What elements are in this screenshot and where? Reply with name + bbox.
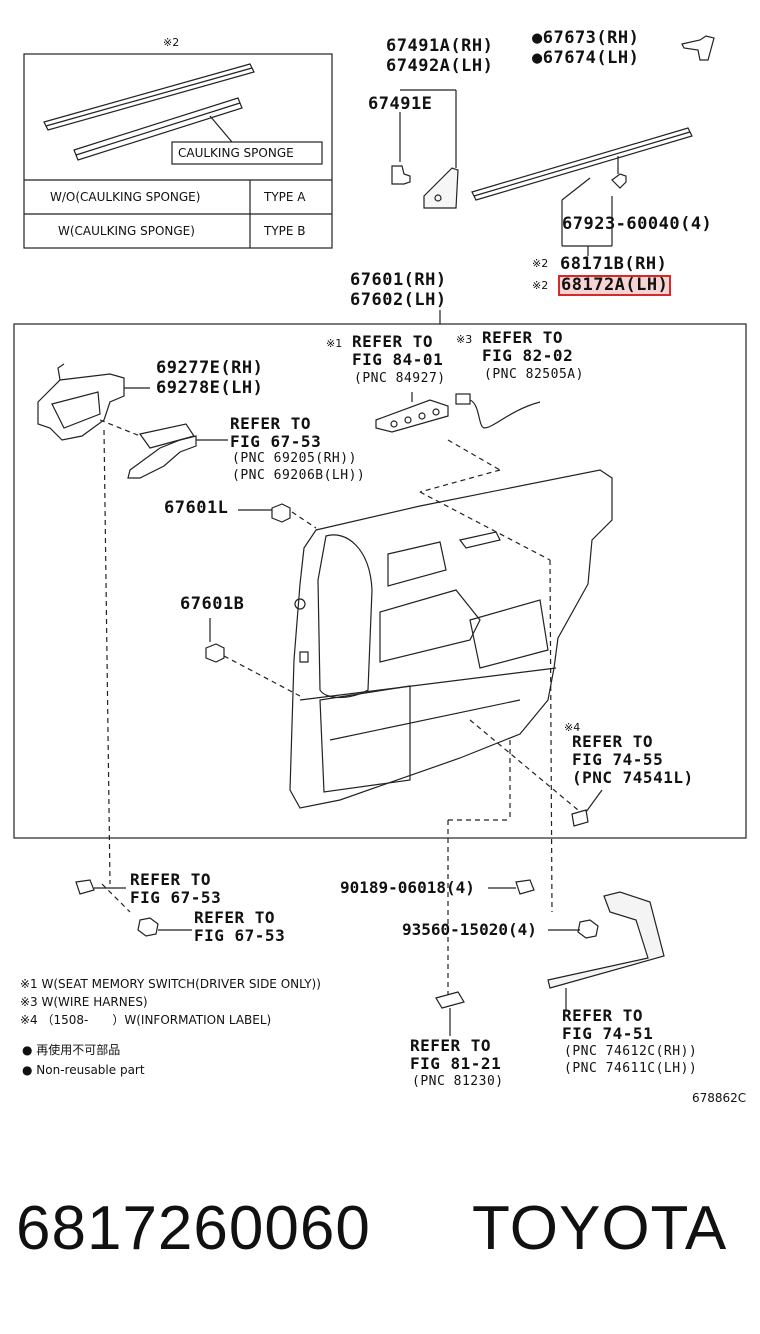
garnish-ref-pnc2: (PNC 74611C(LH)) bbox=[564, 1061, 698, 1076]
ref1-line2: FIG 84-01 bbox=[352, 350, 444, 369]
handle-ref-pnc1: (PNC 69205(RH)) bbox=[232, 451, 357, 466]
inset-table-frame bbox=[23, 53, 333, 249]
clip-67491E-icon bbox=[391, 89, 456, 185]
mark-68171B: ※2 bbox=[532, 257, 549, 270]
part-67491E: 67491E bbox=[368, 94, 433, 114]
weatherstrip-illustration-b bbox=[73, 97, 243, 161]
door-trim-panel-icon bbox=[289, 469, 613, 809]
ref3-pnc: (PNC 82505A) bbox=[484, 367, 584, 382]
switch-81230-icon bbox=[435, 991, 465, 1036]
clip-nut-icon bbox=[75, 879, 126, 895]
handle-ref-pnc2: (PNC 69206B(LH)) bbox=[232, 468, 366, 483]
wire-harness-icon bbox=[455, 393, 541, 429]
footer-brand: TOYOTA bbox=[472, 1194, 728, 1263]
part-93560: 93560-15020(4) bbox=[402, 920, 537, 939]
clip-67601B-icon bbox=[205, 618, 301, 697]
part-67673: ●67673(RH) bbox=[532, 28, 640, 48]
ref1-mark: ※1 bbox=[326, 337, 343, 350]
ref4-pnc: (PNC 74541L) bbox=[572, 768, 694, 787]
part-69278E: 69278E(LH) bbox=[156, 378, 264, 398]
ref4-line1: REFER TO bbox=[572, 732, 654, 751]
part-67674: ●67674(LH) bbox=[532, 48, 640, 68]
weatherstrip-illustration-a bbox=[43, 63, 255, 131]
inset-mark: ※2 bbox=[163, 36, 180, 49]
note-non-reusable-en: ● Non-reusable part bbox=[22, 1063, 145, 1077]
screw-93560-icon bbox=[548, 919, 599, 939]
seat-memory-switch-icon bbox=[375, 392, 449, 433]
part-90189: 90189-06018(4) bbox=[340, 878, 475, 897]
door-handle-bracket-icon bbox=[37, 363, 150, 441]
information-label-icon bbox=[571, 809, 589, 827]
part-67602: 67602(LH) bbox=[350, 290, 447, 310]
note-1: ※1 W(SEAT MEMORY SWITCH(DRIVER SIDE ONLY… bbox=[20, 977, 321, 991]
part-67601B: 67601B bbox=[180, 594, 245, 614]
leader-lines bbox=[101, 429, 579, 996]
mark-68172A: ※2 bbox=[532, 279, 549, 292]
inset-row-2-condition: W(CAULKING SPONGE) bbox=[58, 224, 195, 238]
part-67492A: 67492A(LH) bbox=[386, 56, 494, 76]
ref3-line1: REFER TO bbox=[482, 328, 564, 347]
inset-row-1-type: TYPE A bbox=[264, 190, 306, 204]
ref4-mark: ※4 bbox=[564, 721, 581, 734]
screw-ref-line2: FIG 67-53 bbox=[194, 926, 286, 945]
assembly-frame bbox=[13, 323, 747, 839]
garnish-ref-line2: FIG 74-51 bbox=[562, 1024, 654, 1043]
ref1-line1: REFER TO bbox=[352, 332, 434, 351]
part-67491A: 67491A(RH) bbox=[386, 36, 494, 56]
corner-piece-icon bbox=[423, 90, 459, 209]
screw-icon bbox=[137, 917, 192, 937]
inside-handle-icon bbox=[99, 419, 228, 479]
clip-ref-line2: FIG 67-53 bbox=[130, 888, 222, 907]
caulking-sponge-label: CAULKING SPONGE bbox=[178, 146, 294, 160]
switch-ref-line1: REFER TO bbox=[410, 1036, 492, 1055]
handle-ref-line1: REFER TO bbox=[230, 414, 312, 433]
ref3-mark: ※3 bbox=[456, 333, 473, 346]
handle-ref-line2: FIG 67-53 bbox=[230, 432, 322, 451]
switch-ref-pnc: (PNC 81230) bbox=[412, 1074, 504, 1089]
part-67923: 67923-60040(4) bbox=[562, 214, 713, 234]
inset-row-2-type: TYPE B bbox=[264, 224, 306, 238]
screw-ref-line1: REFER TO bbox=[194, 908, 276, 927]
note-non-reusable-jp: ● 再使用不可部品 bbox=[22, 1043, 121, 1057]
note-4: ※4 （1508- ）W(INFORMATION LABEL) bbox=[20, 1013, 272, 1027]
part-68171B: 68171B(RH) bbox=[560, 254, 668, 274]
garnish-ref-line1: REFER TO bbox=[562, 1006, 644, 1025]
screw-67601L-icon bbox=[238, 503, 317, 529]
switch-ref-line2: FIG 81-21 bbox=[410, 1054, 502, 1073]
clip-ref-line1: REFER TO bbox=[130, 870, 212, 889]
part-67601: 67601(RH) bbox=[350, 270, 447, 290]
garnish-ref-pnc1: (PNC 74612C(RH)) bbox=[564, 1044, 698, 1059]
inset-row-1-condition: W/O(CAULKING SPONGE) bbox=[50, 190, 201, 204]
belt-moulding-icon bbox=[471, 127, 693, 256]
note-3: ※3 W(WIRE HARNES) bbox=[20, 995, 148, 1009]
ref4-line2: FIG 74-55 bbox=[572, 750, 664, 769]
part-68172A-highlighted[interactable]: 68172A(LH) bbox=[558, 275, 672, 296]
part-67601L: 67601L bbox=[164, 498, 229, 518]
ref3-line2: FIG 82-02 bbox=[482, 346, 574, 365]
diagram-id: 678862C bbox=[692, 1091, 747, 1105]
clip-90189-icon bbox=[488, 879, 535, 895]
bracket-67673-icon bbox=[681, 35, 715, 61]
footer-part-number: 6817260060 bbox=[16, 1194, 371, 1263]
part-69277E: 69277E(RH) bbox=[156, 358, 264, 378]
ref1-pnc: (PNC 84927) bbox=[354, 371, 446, 386]
door-garnish-icon bbox=[547, 891, 665, 1010]
